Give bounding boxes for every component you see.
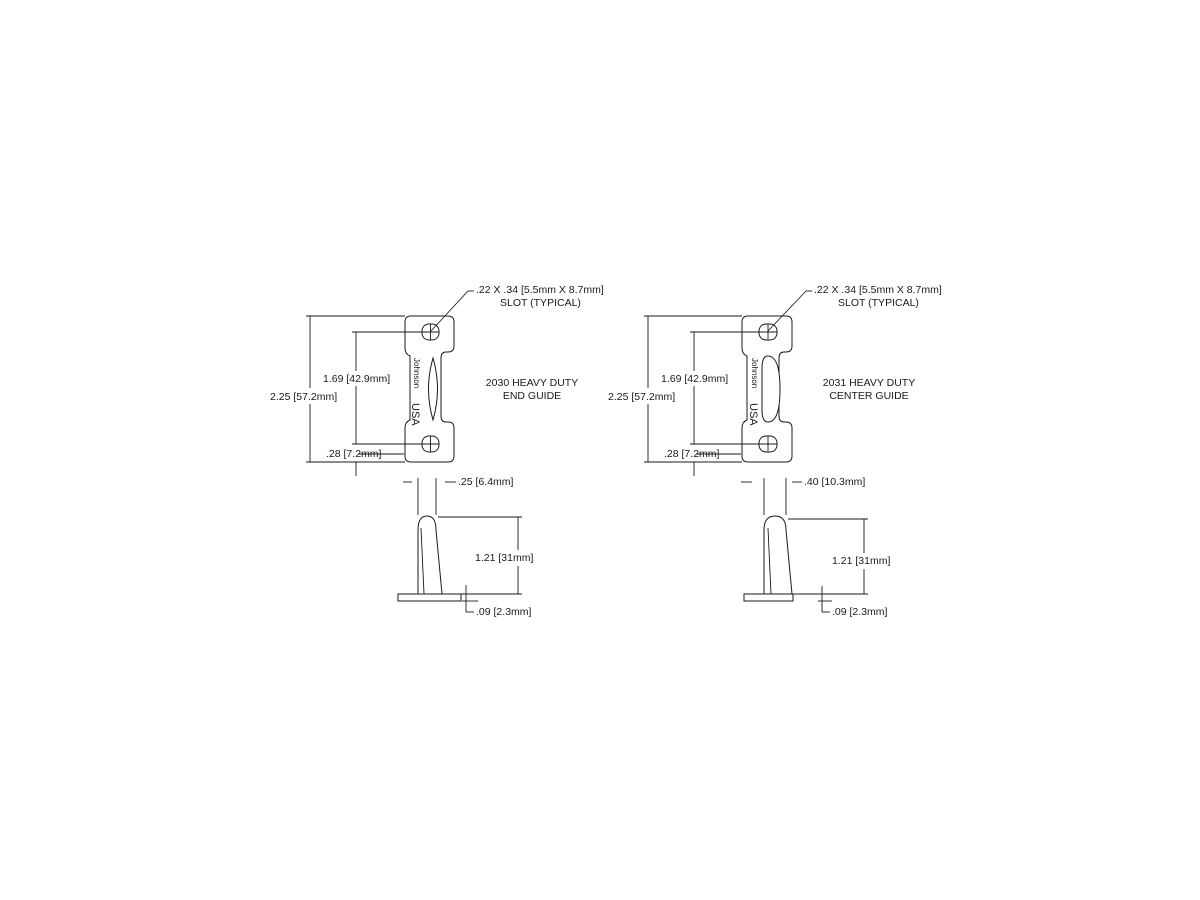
- end-guide-side-view: [397, 478, 522, 613]
- end-guide-width: .25 [6.4mm]: [458, 476, 514, 488]
- center-guide-slot-callout: .22 X .34 [5.5mm X 8.7mm]: [814, 284, 942, 296]
- center-guide-brand-country: USA: [747, 403, 759, 426]
- center-guide-overall-height: 2.25 [57.2mm]: [608, 391, 675, 403]
- center-guide-slot-callout-sub: SLOT (TYPICAL): [838, 297, 919, 309]
- end-guide-slot-spacing: 1.69 [42.9mm]: [323, 373, 390, 385]
- center-guide-width: .40 [10.3mm]: [804, 476, 865, 488]
- center-guide-thickness: .09 [2.3mm]: [832, 606, 888, 618]
- center-guide-slot-spacing: 1.69 [42.9mm]: [661, 373, 728, 385]
- end-guide-slot-callout: .22 X .34 [5.5mm X 8.7mm]: [476, 284, 604, 296]
- end-guide-cutout: [428, 356, 438, 422]
- end-guide-overall-height: 2.25 [57.2mm]: [270, 391, 337, 403]
- end-guide-top-slot: [421, 323, 440, 341]
- end-guide-title: 2030 HEAVY DUTY: [486, 377, 578, 389]
- center-guide-drawing: Johnson USA .22 X .34 [5.5mm X 8.7mm] SL…: [608, 284, 942, 618]
- center-guide-brand-name: Johnson: [750, 358, 759, 388]
- center-guide-side-view: [741, 478, 868, 613]
- end-guide-bottom-slot: [421, 435, 440, 453]
- end-guide-brand-name: Johnson: [412, 358, 421, 388]
- end-guide-depth: 1.21 [31mm]: [475, 552, 533, 564]
- center-guide-cutout: [761, 355, 781, 423]
- center-guide-subtitle: CENTER GUIDE: [829, 390, 908, 402]
- end-guide-drawing: Johnson USA .22 X .34 [5.5mm X 8.7mm] SL…: [270, 284, 604, 618]
- center-guide-slot-offset: .28 [7.2mm]: [664, 448, 720, 460]
- end-guide-slot-callout-sub: SLOT (TYPICAL): [500, 297, 581, 309]
- center-guide-title: 2031 HEAVY DUTY: [823, 377, 915, 389]
- end-guide-subtitle: END GUIDE: [503, 390, 561, 402]
- center-guide-depth: 1.21 [31mm]: [832, 555, 890, 567]
- end-guide-brand-country: USA: [409, 403, 421, 426]
- center-guide-bottom-slot: [758, 435, 778, 453]
- end-guide-slot-offset: .28 [7.2mm]: [326, 448, 382, 460]
- end-guide-thickness: .09 [2.3mm]: [476, 606, 532, 618]
